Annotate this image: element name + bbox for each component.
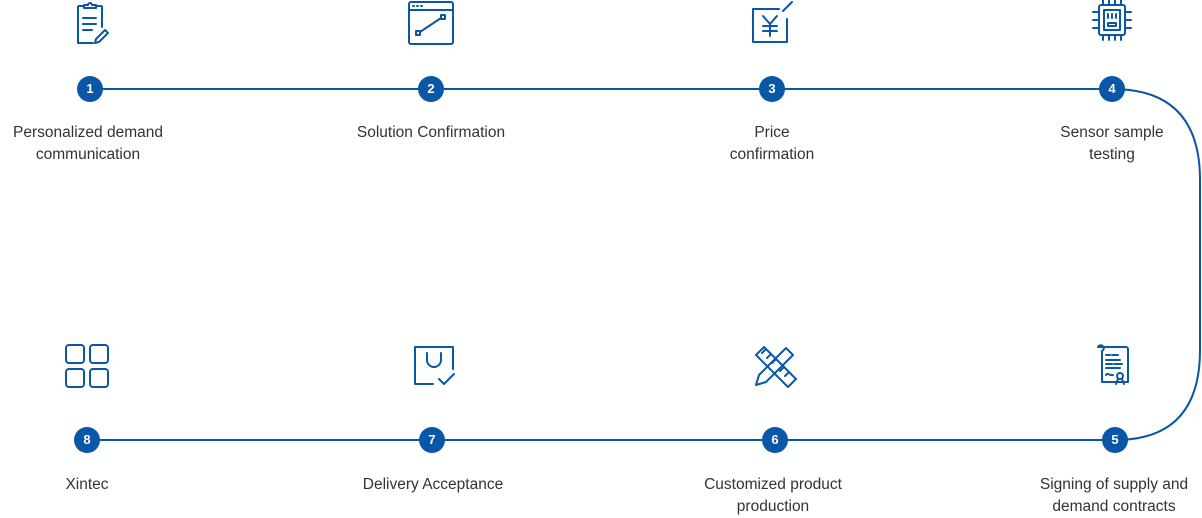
step-label-6: Customized product production <box>704 476 842 515</box>
step-label-5: Signing of supply and demand contracts <box>1039 476 1189 515</box>
step-label-4: Sensor sample testing <box>1060 124 1164 163</box>
step-number-8: 8 <box>74 427 100 453</box>
step-label-2: Solution Confirmation <box>356 124 506 141</box>
step-number-1: 1 <box>77 76 103 102</box>
clipboard-edit-icon <box>65 0 115 50</box>
step-number-4: 4 <box>1099 76 1125 102</box>
shopping-bag-check-icon <box>409 341 459 391</box>
contract-certificate-icon <box>1090 341 1140 391</box>
step-number-3: 3 <box>759 76 785 102</box>
grid-apps-icon <box>62 341 112 391</box>
chip-icon <box>1087 0 1137 47</box>
step-label-3: Price confirmation <box>729 124 815 163</box>
step-number-2: 2 <box>418 76 444 102</box>
step-number-6: 6 <box>762 427 788 453</box>
step-number-7: 7 <box>419 427 445 453</box>
step-number-5: 5 <box>1102 427 1128 453</box>
step-label-7: Delivery Acceptance <box>362 476 504 493</box>
turn-connector-curve <box>1111 88 1201 441</box>
step-label-8: Xintec <box>65 476 109 493</box>
step-label-1: Personalized demand communication <box>13 124 163 163</box>
yuan-document-icon <box>747 0 797 49</box>
ruler-pencil-icon <box>750 341 800 391</box>
browser-chart-icon <box>406 0 456 49</box>
